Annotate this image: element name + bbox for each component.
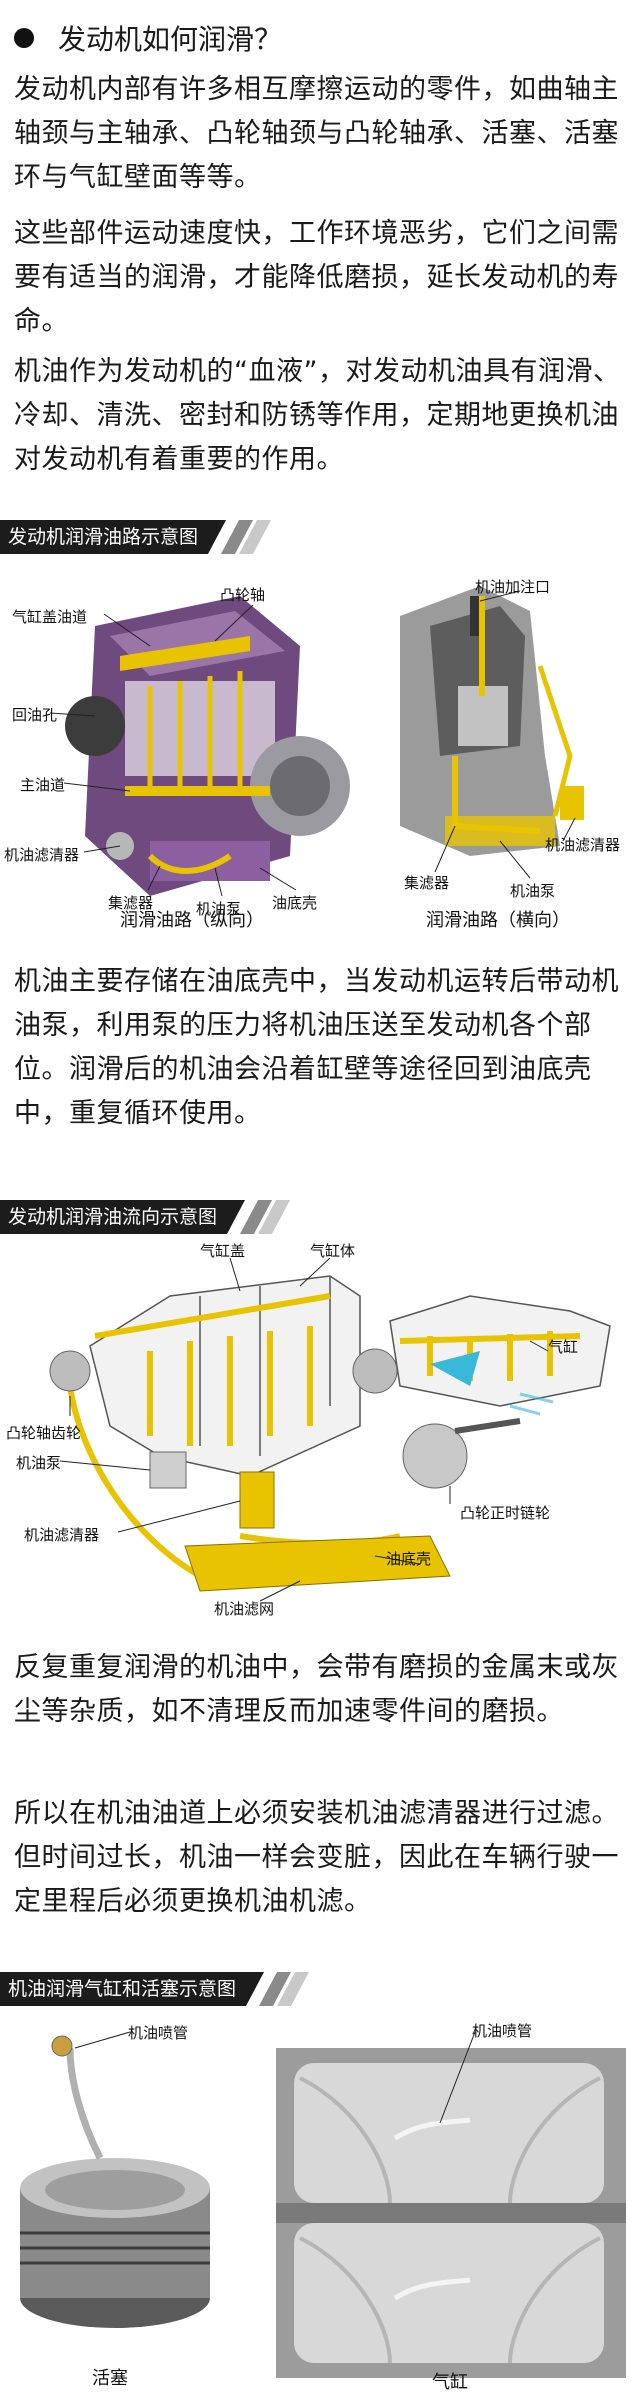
caption-cylinder: 气缸 (432, 2372, 468, 2393)
oil-pan-body (184, 1535, 451, 1592)
section-heading: 发动机如何润滑？ (14, 16, 282, 60)
label-main-gallery: 主油道 (20, 776, 66, 794)
label-strainer: 机油滤网 (214, 1600, 275, 1618)
caption-longitudinal: 润滑油路（纵向） (120, 910, 264, 931)
oil-pump-body (149, 1451, 187, 1489)
caption-transverse: 润滑油路（横向） (426, 910, 570, 931)
oil-filter-body (239, 1471, 275, 1529)
oil-flow-illustration (49, 1257, 611, 1602)
label-oil-filter-right: 机油滤清器 (545, 836, 621, 854)
label-oil-pump: 机油泵 (16, 1454, 62, 1472)
paragraph-1: 发动机内部有许多相互摩擦运动的零件，如曲轴主轴颈与主轴承、凸轮轴颈与凸轮轴承、活… (14, 74, 619, 193)
cam-gear-left (49, 1350, 91, 1392)
piston-drawing (20, 2035, 210, 2328)
paragraph-2: 这些部件运动速度快，工作环境恶劣，它们之间需要有适当的润滑，才能降低磨损，延长发… (14, 218, 619, 337)
label-camshaft: 凸轮轴 (220, 586, 266, 604)
label-oil-jet-left: 机油喷管 (128, 2024, 189, 2042)
bullet-icon (14, 28, 34, 48)
engine-block-drawing (89, 1275, 611, 1477)
section-banner-cylinder-piston: 机油润滑气缸和活塞示意图 (0, 1972, 310, 2006)
longitudinal-engine-drawing (65, 596, 350, 896)
caption-piston: 活塞 (92, 2368, 128, 2389)
cylinder-block-drawing (276, 2048, 626, 2378)
figure-oil-flow: 气缸盖 气缸体 气缸 凸轮轴齿轮 机油泵 机油滤清器 油底壳 凸轮正时链轮 机油… (0, 1236, 640, 1626)
label-cylinder-top: 气缸 (548, 1338, 579, 1356)
section-banner-lubrication-path: 发动机润滑油路示意图 (0, 520, 272, 554)
label-oil-filter: 机油滤清器 (24, 1526, 100, 1544)
label-timing-sprocket: 凸轮正时链轮 (460, 1504, 551, 1522)
figure-piston-cylinder: 机油喷管 机油喷管 活塞 气缸 (0, 2008, 640, 2405)
heading-text: 发动机如何润滑？ (58, 23, 283, 56)
label-cylinder-block: 气缸体 (310, 1242, 356, 1260)
label-cam-gear: 凸轮轴齿轮 (6, 1424, 82, 1442)
engine-illustrations (49, 586, 584, 897)
paragraph-5: 反复重复润滑的机油中，会带有磨损的金属末或灰尘等杂质，如不清理反而加速零件间的磨… (14, 1652, 619, 1727)
banner-title: 发动机润滑油路示意图 (0, 520, 209, 554)
label-oil-pump-right: 机油泵 (510, 882, 556, 900)
figure-engine-lubrication-path: 气缸盖油道 凸轮轴 回油孔 主油道 机油滤清器 集滤器 机油泵 油底壳 机油加注… (0, 556, 640, 940)
label-strainer-right: 集滤器 (404, 874, 450, 892)
label-oil-filter-left: 机油滤清器 (4, 846, 80, 864)
piston-cylinder-illustration (20, 2031, 626, 2378)
label-oil-pump-left: 机油泵 (196, 900, 242, 918)
cam-gear-center (352, 1348, 398, 1394)
flow-direction-arrow (430, 1351, 480, 1386)
paragraph-3: 机油作为发动机的“血液”，对发动机油具有润滑、冷却、清洗、密封和防锈等作用，定期… (14, 356, 621, 475)
label-filler-cap: 机油加注口 (475, 578, 551, 596)
paragraph-6: 所以在机油油道上必须安装机油滤清器进行过滤。但时间过长，机油一样会变脏，因此在车… (14, 1798, 619, 1917)
paragraph-4: 机油主要存储在油底壳中，当发动机运转后带动机油泵，利用泵的压力将机油压送至发动机… (14, 966, 619, 1129)
transverse-engine-drawing (400, 586, 584, 856)
label-cylinder-head: 气缸盖 (200, 1242, 246, 1260)
section-banner-oil-flow: 发动机润滑油流向示意图 (0, 1200, 291, 1234)
label-cylinder-head-passage: 气缸盖油道 (12, 608, 88, 626)
label-oil-pan-left: 油底壳 (272, 894, 318, 912)
label-oil-pan: 油底壳 (386, 1550, 432, 1568)
banner-title: 发动机润滑油流向示意图 (0, 1200, 228, 1234)
label-strainer-left: 集滤器 (108, 894, 154, 912)
label-oil-jet-right: 机油喷管 (472, 2022, 533, 2040)
label-return-hole: 回油孔 (12, 706, 58, 724)
timing-sprocket (402, 1423, 468, 1489)
banner-title: 机油润滑气缸和活塞示意图 (0, 1972, 247, 2006)
